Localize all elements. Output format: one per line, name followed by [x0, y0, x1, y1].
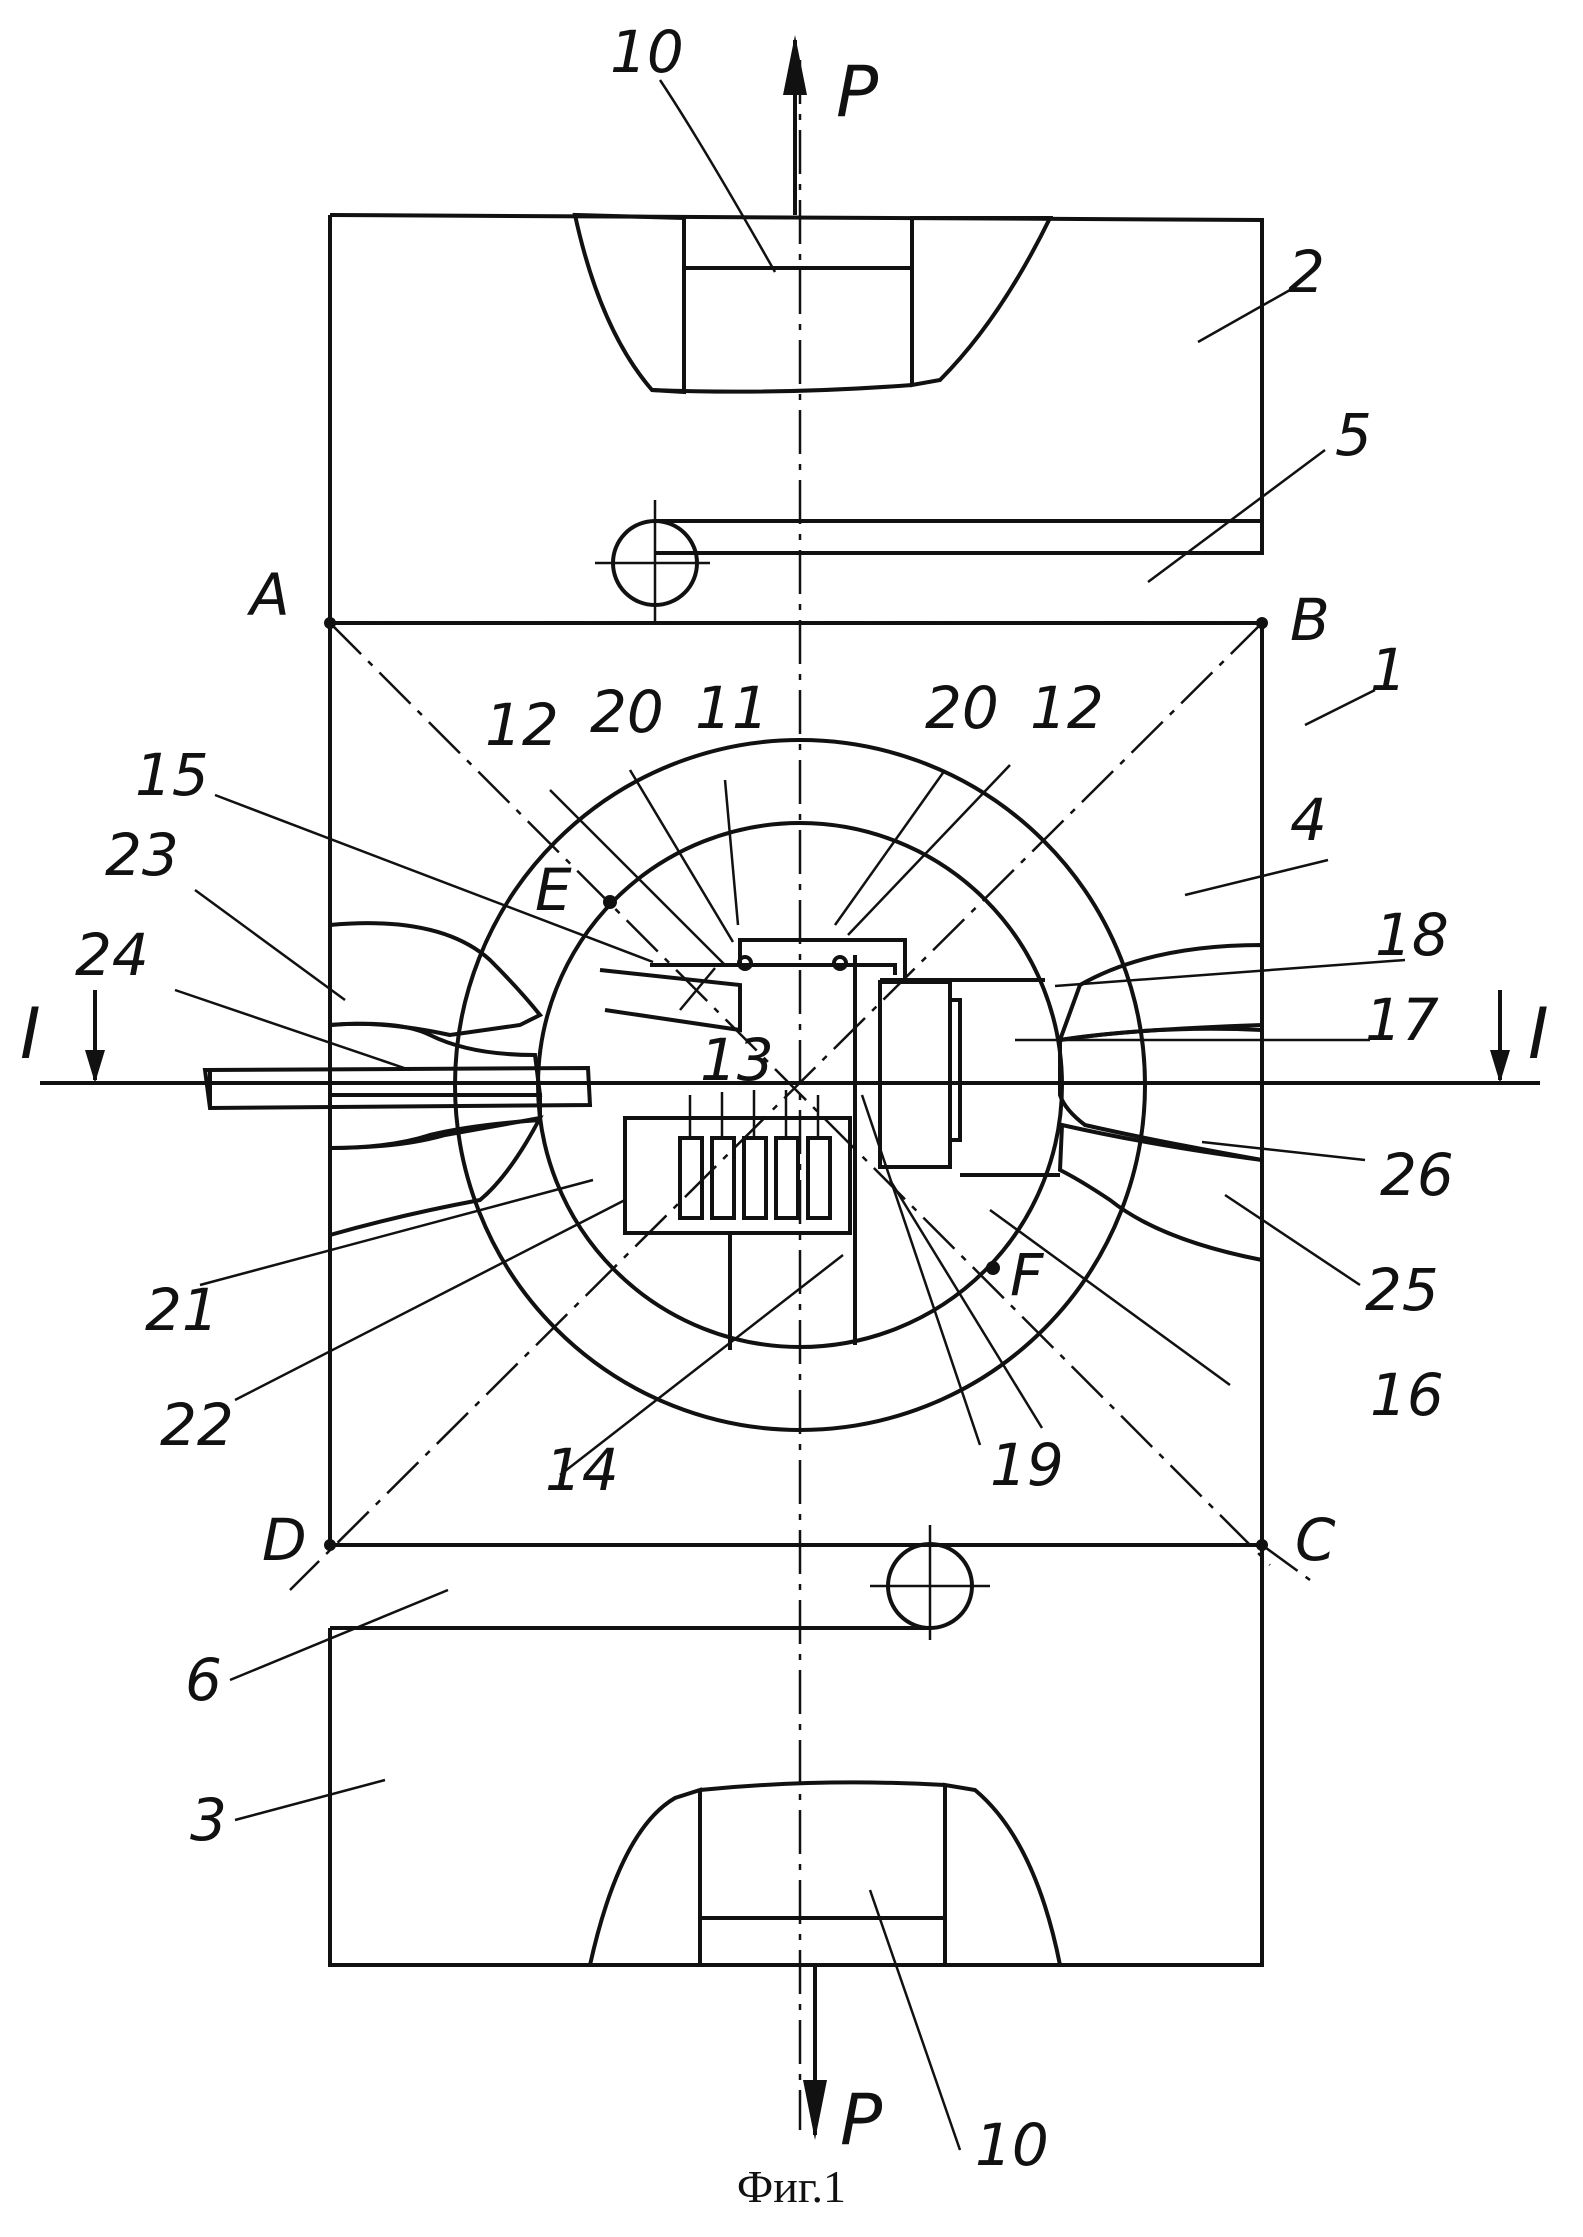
label-20-left: 20: [590, 678, 664, 746]
label-13: 13: [700, 1026, 774, 1094]
label-14: 14: [545, 1436, 619, 1504]
label-22: 22: [160, 1391, 234, 1459]
label-20-right: 20: [925, 674, 999, 742]
label-6: 6: [185, 1646, 222, 1714]
label-17: 17: [1365, 986, 1439, 1054]
label-15: 15: [135, 741, 209, 809]
force-arrow-bottom: [803, 1965, 827, 2140]
label-12-left: 12: [485, 691, 559, 759]
middle-body: [205, 617, 1310, 1590]
label-24: 24: [75, 921, 149, 989]
label-12-right: 12: [1030, 674, 1104, 742]
section-label-left: I: [20, 993, 41, 1075]
label-16: 16: [1370, 1361, 1444, 1429]
point-c: C: [1295, 1506, 1336, 1574]
section-label-right: I: [1528, 993, 1549, 1075]
label-3: 3: [190, 1786, 227, 1854]
label-4: 4: [1290, 786, 1327, 854]
point-f: F: [1010, 1241, 1045, 1309]
label-2: 2: [1288, 238, 1325, 306]
label-25: 25: [1365, 1256, 1439, 1324]
point-d: D: [262, 1506, 307, 1574]
label-21: 21: [145, 1276, 219, 1344]
force-label-bottom: P: [840, 2079, 883, 2161]
label-1: 1: [1370, 636, 1407, 704]
label-10-top: 10: [610, 18, 684, 86]
point-a: A: [246, 561, 290, 629]
upper-block: [330, 215, 1262, 623]
label-19: 19: [990, 1431, 1064, 1499]
force-arrow-top: [783, 35, 807, 215]
label-11: 11: [695, 674, 769, 742]
label-5: 5: [1335, 401, 1372, 469]
figure-caption: Фиг.1: [0, 2160, 1583, 2213]
force-label-top: P: [836, 51, 879, 133]
label-26: 26: [1380, 1141, 1454, 1209]
point-b: B: [1290, 586, 1330, 654]
lower-block: [330, 1525, 1262, 1965]
label-23: 23: [105, 821, 179, 889]
label-18: 18: [1375, 901, 1449, 969]
point-e: E: [535, 856, 572, 924]
